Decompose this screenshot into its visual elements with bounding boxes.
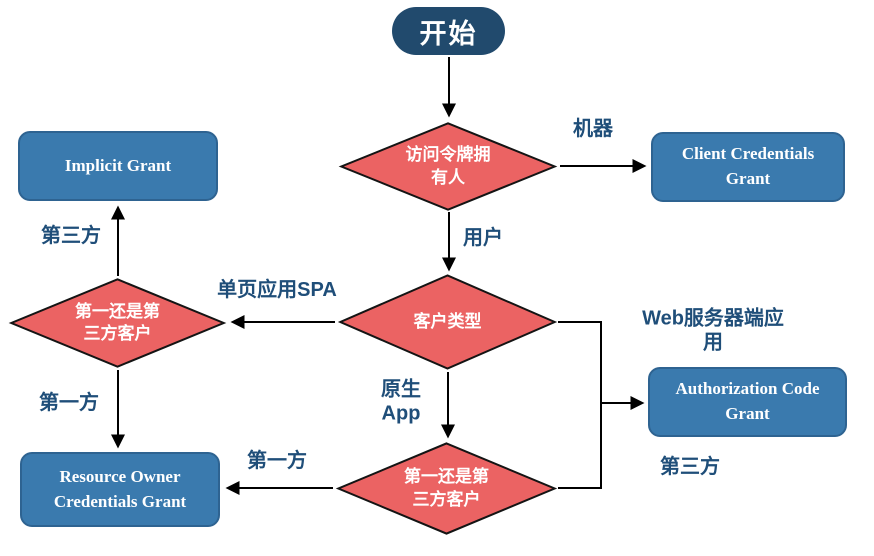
node-start: 开始 — [392, 7, 505, 55]
node-first-or-third-party-native-decision: 第一还是第 三方客户 — [335, 442, 558, 535]
node-resource-owner-label: Resource Owner Credentials Grant — [53, 466, 187, 511]
diamond-shape — [337, 274, 558, 370]
edge-label-first-party-left: 第一方 — [39, 392, 99, 415]
node-client-type-label: 客户类型 — [413, 311, 482, 331]
node-first-or-third-spa-label: 第一还是第 三方客户 — [75, 301, 160, 343]
edge-label-third-party-right: 第三方 — [660, 456, 720, 479]
diamond-shape — [8, 278, 227, 368]
node-authorization-code-grant: Authorization Code Grant — [648, 367, 847, 437]
edge-label-spa: 单页应用SPA — [217, 279, 337, 302]
edge-label-first-party-bottom: 第一方 — [247, 450, 307, 473]
edge-label-native-app: 原生 App — [381, 378, 421, 424]
connector-right-bus — [558, 321, 602, 489]
node-token-owner-label: 访问令牌拥 有人 — [405, 145, 491, 187]
node-start-label: 开始 — [419, 18, 478, 49]
node-client-credentials-label: Client Credentials Grant — [681, 144, 815, 188]
edge-label-user: 用户 — [463, 227, 503, 250]
edge-label-third-party-left: 第三方 — [41, 225, 101, 248]
node-client-credentials-grant: Client Credentials Grant — [651, 132, 845, 202]
node-first-or-third-party-spa-decision: 第一还是第 三方客户 — [8, 278, 227, 368]
diamond-shape — [335, 442, 558, 535]
edge-label-web-server-app: Web服务器端应用 — [642, 307, 784, 353]
node-token-owner-decision: 访问令牌拥 有人 — [338, 122, 558, 211]
node-implicit-grant-label: Implicit Grant — [64, 155, 172, 175]
node-resource-owner-credentials-grant: Resource Owner Credentials Grant — [20, 452, 220, 527]
node-client-type-decision: 客户类型 — [337, 274, 558, 370]
node-first-or-third-native-label: 第一还是第 三方客户 — [404, 467, 489, 509]
diamond-shape — [338, 122, 558, 211]
node-authorization-code-label: Authorization Code Grant — [675, 379, 820, 423]
edge-label-machine: 机器 — [573, 118, 613, 141]
node-implicit-grant: Implicit Grant — [18, 131, 218, 201]
